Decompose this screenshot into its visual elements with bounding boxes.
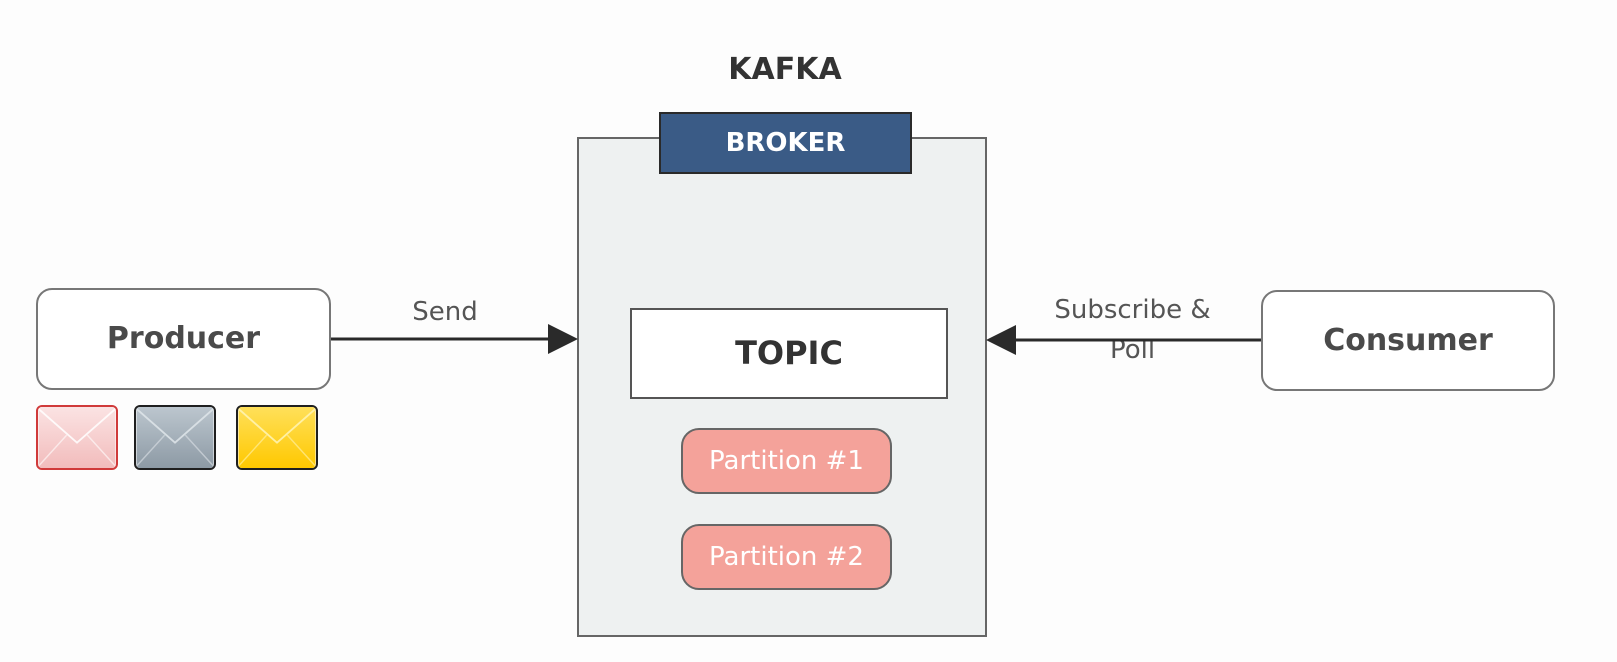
send-edge-label: Send [412, 297, 478, 327]
envelope-icon [136, 407, 214, 468]
kafka-title: KAFKA [728, 52, 842, 87]
topic-box: TOPIC [630, 308, 948, 399]
message-envelope-yellow [236, 405, 318, 470]
message-envelope-pink [36, 405, 118, 470]
message-envelope-gray [134, 405, 216, 470]
subscribe-label-line2: Poll [1109, 335, 1156, 366]
consumer-node: Consumer [1261, 290, 1555, 391]
broker-header: BROKER [659, 112, 912, 174]
envelope-icon [238, 407, 316, 468]
envelope-icon [38, 407, 116, 468]
partition-1: Partition #1 [681, 428, 892, 494]
producer-node: Producer [36, 288, 331, 390]
subscribe-label-line1: Subscribe & [1054, 295, 1211, 325]
partition-2: Partition #2 [681, 524, 892, 590]
subscribe-edge-label: Subscribe & Poll [1040, 290, 1225, 376]
